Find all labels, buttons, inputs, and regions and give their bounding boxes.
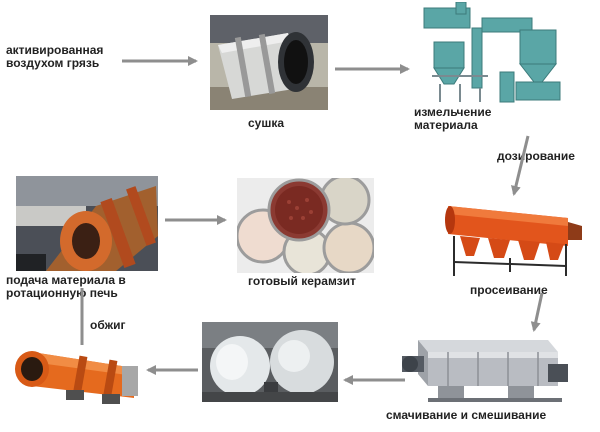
kiln-feeding-image	[16, 176, 158, 271]
granulator-image	[202, 322, 338, 402]
sieving-drum-image	[445, 206, 582, 276]
label-product: готовый керамзит	[248, 274, 356, 288]
label-sieving: просеивание	[470, 283, 548, 297]
label-input: активированная воздухом грязь	[6, 43, 104, 70]
finished-product-image	[237, 178, 374, 273]
drying-drum-image	[210, 15, 328, 110]
label-grinding: измельчение материала	[414, 105, 492, 132]
grinding-mill-image	[423, 2, 561, 103]
label-dosing: дозирование	[497, 149, 575, 163]
label-wetting: смачивание и смешивание	[386, 408, 547, 422]
firing-kiln-image	[15, 351, 138, 404]
label-firing: обжиг	[90, 318, 126, 332]
mixer-image	[402, 340, 568, 402]
label-feeding: подача материала в ротационную печь	[6, 273, 126, 300]
arrow-grinding-to-sieving	[511, 135, 530, 196]
label-drying: сушка	[248, 116, 285, 130]
arrow-sieving-to-wetting	[530, 292, 544, 332]
